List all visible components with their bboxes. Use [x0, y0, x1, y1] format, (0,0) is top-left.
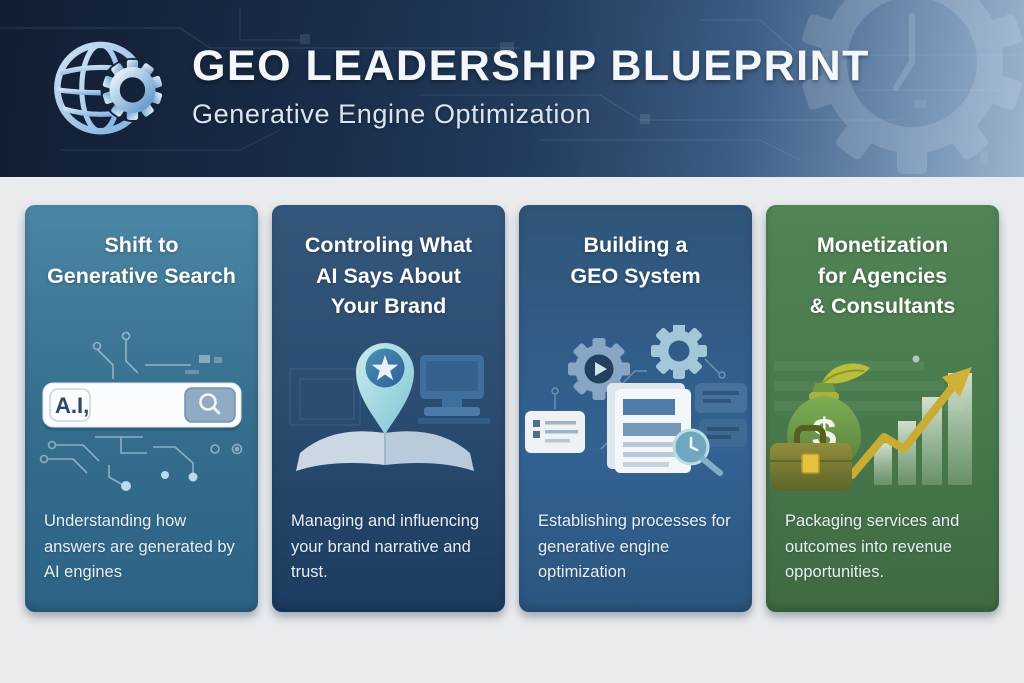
gear-icon	[651, 325, 707, 379]
circuit-dots	[121, 471, 198, 491]
cards-row: Shift to Generative Search	[0, 177, 1024, 612]
briefcase-icon	[770, 425, 852, 491]
card-controlling-what-ai-says: Controling What AI Says About Your Brand	[272, 205, 505, 612]
note-card	[525, 411, 585, 453]
card-title-line: Generative Search	[47, 263, 236, 288]
search-query-text: A.I,	[55, 393, 89, 418]
growth-arrow-icon	[848, 367, 972, 479]
card-title-line: for Agencies	[817, 263, 948, 288]
card-description: Packaging services and outcomes into rev…	[785, 512, 960, 582]
card-monetization-for-agencies: Monetization for Agencies & Consultants	[766, 205, 999, 612]
circuit-traces	[39, 331, 243, 486]
monetization-illustration: $	[766, 325, 999, 495]
card-title-line: & Consultants	[809, 294, 956, 319]
card-description: Understanding how answers are generated …	[44, 512, 235, 582]
card-title-line: Your Brand	[330, 294, 447, 319]
search-bar: A.I,	[42, 382, 242, 431]
circuit-chips	[185, 355, 222, 374]
map-pin-icon	[356, 343, 414, 435]
magnifier-clock-icon	[672, 428, 723, 476]
card-title: Controling What AI Says About Your Brand	[272, 205, 505, 323]
document-stack	[607, 383, 691, 473]
brand-pin-illustration	[272, 325, 505, 495]
globe-gear-icon	[54, 41, 165, 135]
ai-search-bar-illustration: A.I,	[25, 325, 258, 495]
page-title: GEO LEADERSHIP BLUEPRINT	[192, 42, 870, 91]
card-title-line: Building a	[583, 233, 688, 257]
card-description: Establishing processes for generative en…	[538, 512, 731, 582]
geo-system-illustration	[519, 325, 752, 495]
card-building-a-geo-system: Building a GEO System	[519, 205, 752, 612]
card-title-line: Monetization	[816, 233, 949, 257]
card-description: Managing and influencing your brand narr…	[291, 512, 480, 582]
monitor	[418, 355, 490, 424]
card-title-line: Controling What	[304, 233, 473, 257]
card-title: Monetization for Agencies & Consultants	[766, 205, 999, 323]
card-title: Building a GEO System	[519, 205, 752, 323]
leaf	[822, 363, 870, 384]
chat-bubbles	[695, 383, 747, 447]
card-title-line: Shift to	[104, 233, 179, 257]
card-shift-to-generative-search: Shift to Generative Search	[25, 205, 258, 612]
star-icon	[371, 355, 399, 381]
dot-decoration	[912, 355, 920, 363]
magnifier-icon	[184, 387, 236, 423]
card-title-line: AI Says About	[316, 263, 461, 288]
card-title: Shift to Generative Search	[25, 205, 258, 323]
gear	[100, 57, 165, 122]
frame-decoration	[289, 368, 361, 426]
header-banner: GEO LEADERSHIP BLUEPRINT Generative Engi…	[0, 0, 1024, 177]
connector-lines	[551, 358, 726, 450]
open-book	[296, 431, 474, 471]
card-title-line: GEO System	[570, 263, 701, 288]
page-subtitle: Generative Engine Optimization	[192, 98, 592, 129]
